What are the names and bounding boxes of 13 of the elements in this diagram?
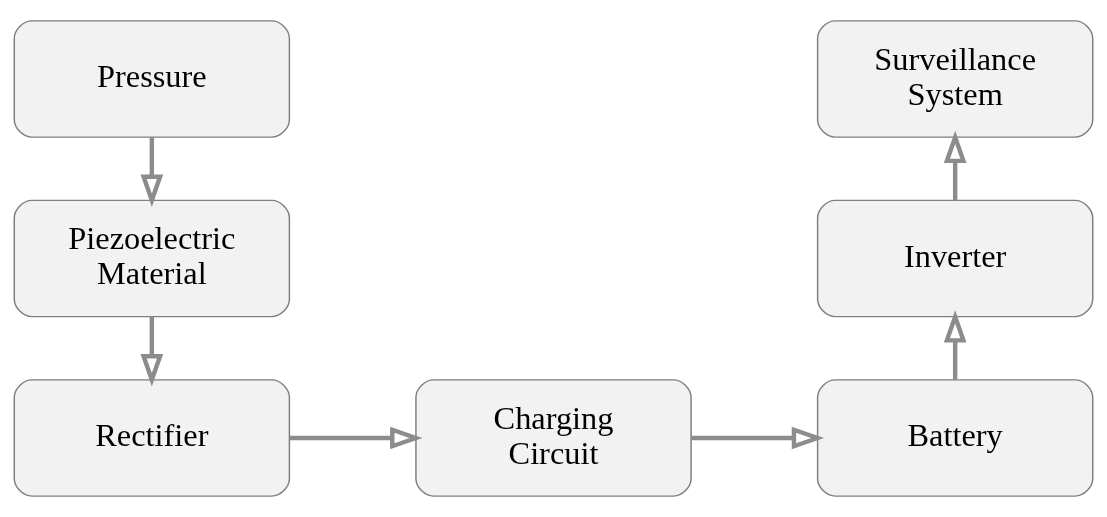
node-box: Piezoelectric Material bbox=[13, 199, 291, 318]
node-box: Surveillance System bbox=[816, 20, 1094, 138]
arrow bbox=[140, 137, 164, 207]
node-box: Pressure bbox=[13, 20, 291, 138]
node-box: Inverter bbox=[816, 199, 1094, 318]
arrow bbox=[691, 426, 825, 450]
node-box: Charging Circuit bbox=[415, 379, 692, 497]
node-box: Battery bbox=[816, 379, 1094, 497]
arrow bbox=[943, 130, 967, 201]
arrow bbox=[289, 426, 423, 450]
node-box: Rectifier bbox=[13, 379, 291, 497]
arrow bbox=[140, 316, 164, 387]
arrow bbox=[943, 310, 967, 380]
